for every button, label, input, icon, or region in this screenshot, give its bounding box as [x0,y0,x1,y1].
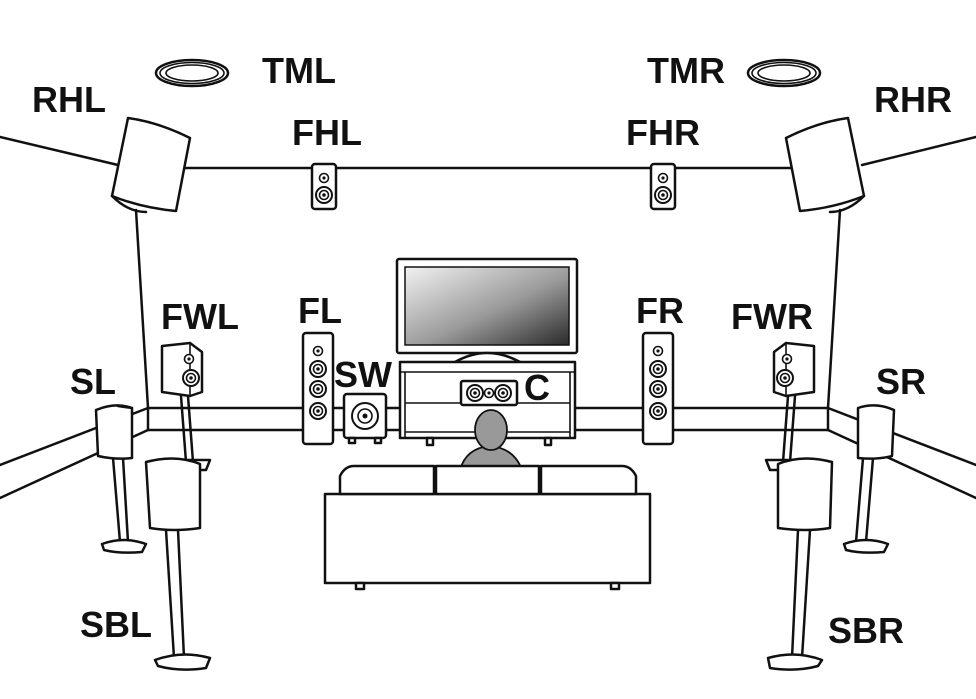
label-sl: SL [70,361,116,402]
speaker-labels: TML TMR RHL RHR FHL FHR FWL FWR FL FR SW… [32,50,952,651]
bookshelf-speaker-icon [649,162,677,211]
sofa-icon [323,464,652,591]
label-sbl: SBL [80,604,152,645]
label-fhl: FHL [292,112,362,153]
tv-icon [395,257,579,364]
tower-speaker-icon [301,331,335,446]
ceiling-speaker-icon [746,58,822,88]
floor-stand-icon [842,456,890,554]
wall-speaker-icon [110,116,192,214]
bookshelf-speaker-icon [772,341,816,398]
label-rhr: RHR [874,79,952,120]
floor-stand-icon [153,528,212,671]
label-fwr: FWR [731,296,813,337]
tower-speaker-icon [641,331,675,446]
label-sbr: SBR [828,610,904,651]
listener-icon [458,409,524,471]
ceiling-speaker-icon [154,58,230,88]
label-sr: SR [876,361,926,402]
label-fl: FL [298,290,342,331]
label-fr: FR [636,290,684,331]
bookshelf-speaker-icon [160,341,204,398]
floor-stand-icon [100,456,148,554]
label-fhr: FHR [626,112,700,153]
wall-speaker-icon [784,116,866,214]
label-c: C [524,367,550,408]
wall-speaker-icon [94,404,134,460]
wall-speaker-icon [856,404,896,460]
center-speaker-icon [459,379,519,407]
bookshelf-speaker-icon [310,162,338,211]
label-tml: TML [262,50,336,91]
subwoofer-icon [342,392,388,445]
label-rhl: RHL [32,79,106,120]
label-sw: SW [334,354,392,395]
wall-speaker-icon [144,457,202,532]
floor-stand-icon [766,528,824,671]
label-tmr: TMR [647,50,725,91]
label-fwl: FWL [161,296,239,337]
wall-speaker-icon [776,457,834,532]
